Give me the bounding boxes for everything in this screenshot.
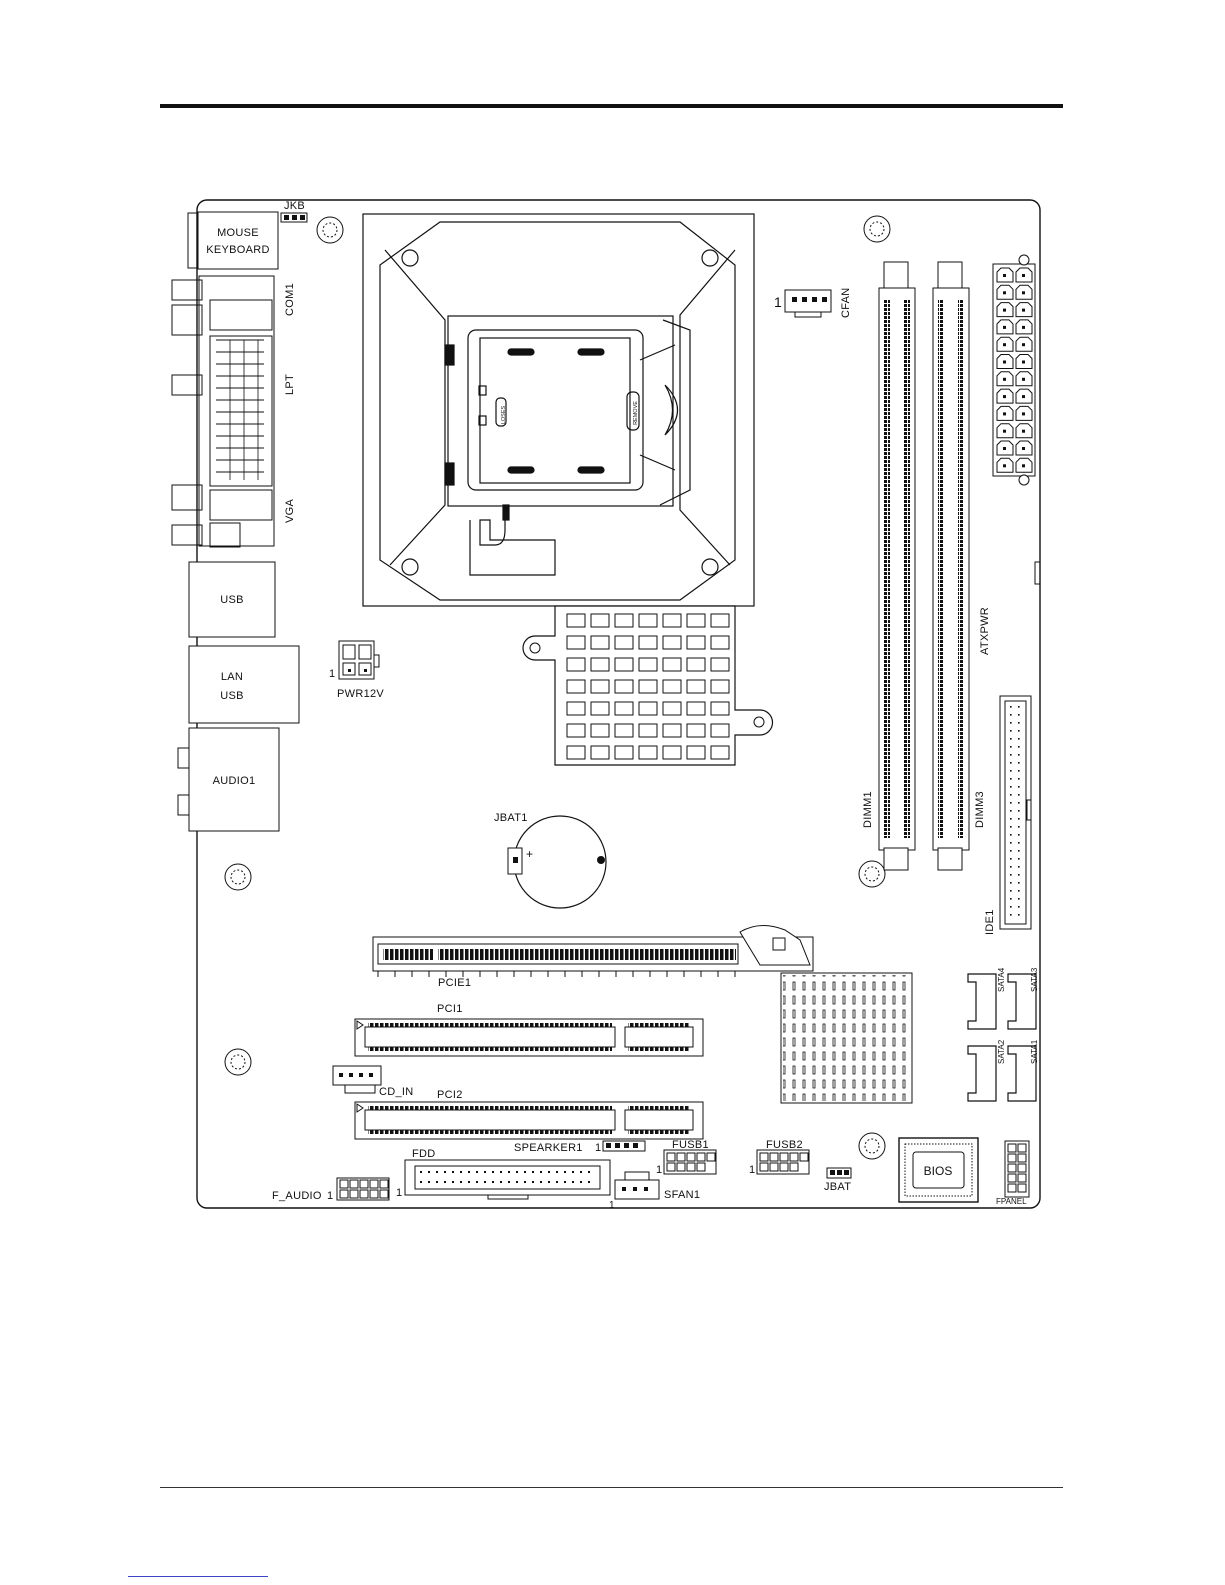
ps2-port: MOUSE KEYBOARD — [188, 212, 278, 269]
ide1-connector — [1000, 696, 1031, 929]
atx-pin-dot — [1003, 309, 1006, 312]
atx-pin-dot — [1003, 291, 1006, 294]
atx-pin-dot — [1003, 343, 1006, 346]
cfan-pin1: 1 — [774, 294, 782, 310]
atx-pin-dot — [1022, 430, 1025, 433]
audio1-label: AUDIO1 — [213, 775, 256, 787]
atx-pin-dot — [1022, 343, 1025, 346]
speaker1-label: SPEARKER1 — [514, 1142, 583, 1154]
footer-link-underline — [128, 1576, 268, 1577]
cfan-label: CFAN — [840, 287, 852, 318]
fusb1-pin1: 1 — [656, 1164, 662, 1176]
pci1-label: PCI1 — [437, 1003, 463, 1015]
jkb-label: JKB — [284, 200, 305, 212]
atx-pin-dot — [1003, 274, 1006, 277]
pci2-label: PCI2 — [437, 1089, 463, 1101]
vga-label: VGA — [284, 499, 296, 523]
speaker1-pin1: 1 — [595, 1142, 601, 1154]
dimm3-label: DIMM3 — [974, 791, 986, 828]
atx-pin-dot — [1022, 274, 1025, 277]
socket-latch-right-label: REMOVE — [633, 401, 639, 425]
footer-rule — [160, 1487, 1063, 1488]
sata4-label: SATA4 — [997, 967, 1006, 992]
dimm1-slot — [879, 262, 915, 870]
lpt-label: LPT — [284, 374, 296, 395]
usb-port: USB — [189, 562, 275, 637]
atx-pin-dot — [1003, 447, 1006, 450]
f-audio-pin1: 1 — [327, 1190, 333, 1202]
atx-pin-dot — [1022, 309, 1025, 312]
keyboard-label: KEYBOARD — [206, 244, 270, 256]
atx-pin-dot — [1022, 326, 1025, 329]
atx-pin-dot — [1003, 412, 1006, 415]
jbat-label: JBAT — [824, 1181, 851, 1193]
ide1-label: IDE1 — [984, 909, 996, 935]
mouse-label: MOUSE — [217, 227, 259, 239]
dimm3-slot — [933, 262, 969, 870]
sata2-label: SATA2 — [997, 1039, 1006, 1064]
fpanel-label: FPANEL — [996, 1197, 1027, 1206]
atx-pin-dot — [1003, 378, 1006, 381]
atxpwr-label: ATXPWR — [979, 607, 991, 655]
audio-port: AUDIO1 — [178, 728, 279, 831]
usb-label: USB — [220, 594, 244, 606]
f-audio-label: F_AUDIO — [272, 1190, 322, 1202]
com1-label: COM1 — [284, 283, 296, 316]
fdd-pin1: 1 — [396, 1187, 402, 1199]
jbat1-label: JBAT1 — [494, 812, 528, 824]
atx-pin-dot — [1003, 430, 1006, 433]
atx-pin-dot — [1022, 395, 1025, 398]
fusb2-label: FUSB2 — [766, 1139, 803, 1151]
bios-chip: BIOS — [899, 1138, 978, 1202]
atx-pin-dot — [1022, 291, 1025, 294]
atx-pin-dot — [1003, 395, 1006, 398]
fusb1-label: FUSB1 — [672, 1139, 709, 1151]
pwr12v-label: PWR12V — [337, 688, 384, 700]
sfan1-label: SFAN1 — [664, 1189, 700, 1201]
jkb-header: JKB — [281, 200, 307, 222]
fusb2-pin1: 1 — [749, 1164, 755, 1176]
atx-pin-dot — [1022, 464, 1025, 467]
lan-label: LAN — [221, 671, 243, 683]
pcie1-label: PCIE1 — [438, 977, 471, 989]
atx-pin-dot — [1003, 464, 1006, 467]
pwr12v-pin1: 1 — [329, 668, 335, 680]
cpu-socket — [363, 214, 754, 606]
northbridge-heatsink — [523, 606, 773, 765]
atx-pin-dot — [1003, 361, 1006, 364]
dimm1-label: DIMM1 — [862, 791, 874, 828]
socket-latch-left-label: LOSES — [501, 405, 507, 424]
svg-text:+: + — [526, 847, 533, 861]
atx-pin-dot — [1022, 447, 1025, 450]
southbridge-heatsink — [781, 973, 912, 1103]
lan-usb-port: LAN USB — [189, 646, 299, 723]
atx-pin-dot — [1022, 378, 1025, 381]
lan-usb-label: USB — [220, 690, 244, 702]
jbat-jumper: JBAT — [824, 1168, 851, 1193]
sata3-label: SATA3 — [1030, 967, 1039, 992]
sfan1-pin1: 1 — [609, 1200, 615, 1211]
atx-pin-dot — [1022, 412, 1025, 415]
sata1-label: SATA1 — [1030, 1039, 1039, 1064]
atx-pin-dot — [1003, 326, 1006, 329]
cd-in-label: CD_IN — [379, 1086, 414, 1098]
fdd-label: FDD — [412, 1148, 436, 1160]
atx-pin-dot — [1022, 361, 1025, 364]
bios-label: BIOS — [924, 1164, 953, 1178]
